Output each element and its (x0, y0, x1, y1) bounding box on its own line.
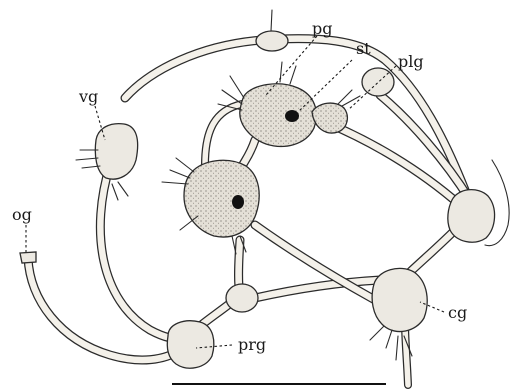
visceral-ganglion (95, 124, 137, 179)
label-vg: vg (78, 87, 98, 106)
label-prg: prg (238, 335, 266, 354)
label-pg: pg (312, 19, 332, 38)
top-arc-ganglion (256, 31, 288, 51)
prg-small-ganglion (226, 284, 258, 312)
pedal-ganglion-upper (240, 84, 317, 147)
right-ganglion (448, 190, 495, 243)
parietal-ganglion (167, 321, 214, 368)
label-st: st (356, 39, 371, 58)
label-og: og (12, 205, 32, 224)
label-cg: cg (448, 303, 467, 322)
nerve-right-to-cg (410, 230, 455, 272)
pleural-ganglion-small (312, 103, 347, 133)
nerve-vg-cord (100, 165, 185, 339)
og-tip (20, 252, 36, 263)
nerve-pg-to-vg (205, 104, 242, 165)
pedal-ganglion-lower (184, 160, 259, 237)
cerebral-ganglion (372, 268, 427, 331)
statocyst-upper (285, 110, 299, 122)
pleural-ganglion (362, 68, 394, 96)
statocyst-lower (232, 195, 244, 209)
label-plg: plg (398, 52, 424, 71)
plg-roots (338, 90, 360, 106)
